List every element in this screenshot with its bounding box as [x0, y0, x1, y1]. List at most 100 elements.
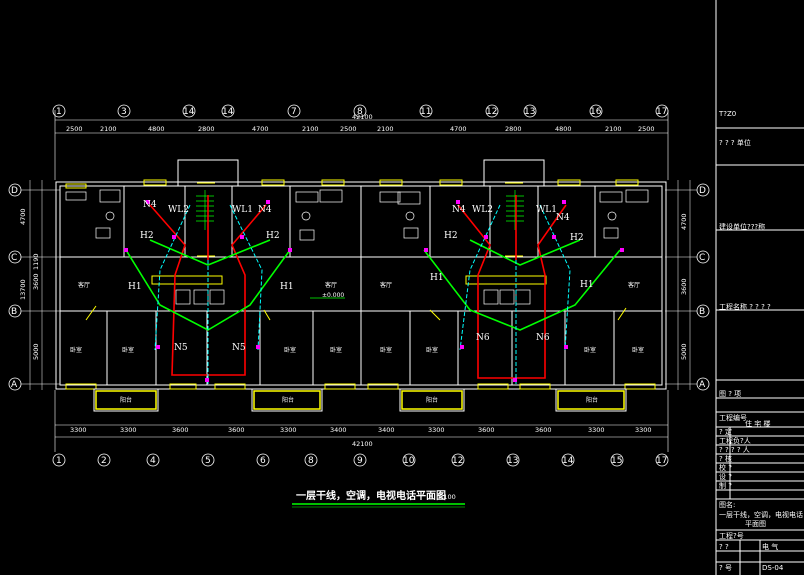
label-h2: H2 — [266, 231, 280, 241]
top-dims: 2500 2100 4800 2800 4700 2100 2500 2100 … — [66, 125, 655, 133]
room-labels: 客厅 客厅 客厅 客厅 卧室 卧室 卧室 卧室 卧室 卧室 卧室 卧室 — [70, 281, 644, 354]
dim-top: 4700 — [450, 125, 467, 133]
tb-l8: 图名: — [719, 500, 735, 509]
label-n6: N6 — [536, 333, 550, 343]
axis-top-label: 11 — [420, 107, 431, 117]
dim-top: 2800 — [505, 125, 522, 133]
tb-project-name: 住 宅 楼 — [745, 419, 770, 428]
balconies — [93, 388, 627, 412]
dim-left: 1190 — [32, 253, 40, 270]
axis-top-label: 17 — [656, 107, 667, 117]
axis-top-label: 13 — [524, 107, 535, 117]
row-axis-labels: D C B A D C B A — [11, 186, 706, 390]
label-wl2: WL2 — [168, 205, 189, 215]
label-h1: H1 — [128, 282, 142, 292]
axis-bottom-label: 17 — [656, 456, 667, 466]
axis-top-label: 1 — [56, 107, 62, 117]
room-label-living: 客厅 — [628, 281, 640, 289]
tb-row-3: 建设单位???称 — [719, 222, 765, 231]
top-axis-labels: 1 3 14 14 7 8 11 12 13 16 17 — [56, 107, 667, 117]
axis-bottom-label: 8 — [308, 456, 314, 466]
room-label-bedroom: 卧室 — [632, 346, 644, 354]
dim-bottom: 3600 — [478, 426, 495, 434]
dim-bottom: 3600 — [172, 426, 189, 434]
room-label-balcony: 阳台 — [282, 396, 294, 404]
axis-top-label: 14 — [183, 107, 195, 117]
dim-right: 5000 — [680, 343, 688, 360]
top-axis-bubbles — [52, 104, 669, 118]
dim-left: 13700 — [19, 279, 27, 300]
green-wiring — [125, 239, 621, 331]
tb-row-6: 工程编号 — [719, 413, 747, 422]
drawing-title-text: 一层干线，空调，电视电话平面图 — [296, 489, 446, 502]
tb-row-1: T?Z0 — [718, 110, 736, 118]
building-walls — [55, 159, 667, 390]
balcony-labels: 阳台 阳台 阳台 阳台 — [120, 396, 598, 404]
tb-l5: 校 ? — [719, 463, 732, 472]
label-n4: N4 — [556, 213, 570, 223]
room-label-bedroom: 卧室 — [426, 346, 438, 354]
axis-bottom-label: 5 — [205, 456, 211, 466]
axis-top-label: 16 — [590, 107, 602, 117]
tb-l1: ? 定 — [719, 427, 732, 436]
overall-dim-top: 42100 — [352, 113, 373, 121]
axis-row-label: D — [699, 186, 706, 196]
dim-left: 4700 — [19, 208, 27, 225]
axis-row-label: C — [11, 253, 17, 263]
drawing-scale: 1:100 — [437, 493, 456, 501]
dim-top: 2500 — [340, 125, 357, 133]
label-wl1: WL1 — [536, 205, 557, 215]
dim-top: 4800 — [148, 125, 165, 133]
dim-left: 3600 — [32, 273, 40, 290]
room-label-balcony: 阳台 — [120, 396, 132, 404]
room-label-bedroom: 卧室 — [380, 346, 392, 354]
axis-bottom-label: 12 — [452, 456, 463, 466]
room-label-bedroom: 卧室 — [284, 346, 296, 354]
tb-drawing-name-2: 平面图 — [745, 520, 766, 528]
axis-bottom-label: 15 — [611, 456, 622, 466]
axis-row-label: A — [699, 380, 706, 390]
tb-row-5: 图 ? 项 — [719, 390, 741, 398]
room-label-living: 客厅 — [325, 281, 337, 289]
axis-top-label: 7 — [291, 107, 297, 117]
label-n5: N5 — [232, 343, 246, 353]
tb-row-4: 工程名称 ? ? ? ? — [719, 302, 771, 311]
tb-l4: ? 核 — [719, 454, 732, 463]
tb-g2: ? ? — [719, 543, 729, 551]
red-wiring — [149, 195, 567, 379]
axis-row-label: D — [11, 186, 18, 196]
label-n4: N4 — [258, 205, 272, 215]
room-label-bedroom: 卧室 — [330, 346, 342, 354]
outlet-markers — [124, 200, 624, 382]
dim-bottom: 3300 — [280, 426, 297, 434]
label-h1: H1 — [430, 273, 444, 283]
bottom-axis-bubbles — [52, 453, 669, 467]
tb-l7: 制 ? — [719, 481, 732, 490]
row-axis-lines — [21, 180, 697, 390]
title-block-text: T?Z0 ? ? ? 单位 建设单位???称 工程名称 ? ? ? ? 图 ? … — [718, 110, 803, 572]
dim-bottom: 3300 — [635, 426, 652, 434]
dim-top: 4700 — [252, 125, 269, 133]
label-wl2: WL2 — [472, 205, 493, 215]
dim-top: 2100 — [302, 125, 319, 133]
axis-row-label: C — [699, 253, 705, 263]
dim-left: 5000 — [32, 343, 40, 360]
room-label-bedroom: 卧室 — [122, 346, 134, 354]
tb-g4: 电 气 — [762, 542, 778, 551]
room-label-bedroom: 卧室 — [584, 346, 596, 354]
axis-bottom-label: 10 — [403, 456, 415, 466]
tb-l2: 工程负?人 — [719, 436, 751, 445]
dim-bottom: 3400 — [330, 426, 347, 434]
dim-top: 2100 — [377, 125, 394, 133]
axis-bottom-label: 14 — [562, 456, 574, 466]
room-label-balcony: 阳台 — [586, 396, 598, 404]
bottom-axis-labels: 1 2 4 5 6 8 9 10 12 13 14 15 17 — [56, 456, 667, 466]
dim-bottom: 3600 — [535, 426, 552, 434]
dim-right: 4700 — [680, 213, 688, 230]
label-n4: N4 — [143, 200, 157, 210]
stairs — [196, 190, 524, 230]
label-h2: H2 — [444, 231, 458, 241]
axis-bottom-label: 4 — [150, 456, 156, 466]
tb-row-2: ? ? ? 单位 — [719, 138, 751, 147]
axis-bottom-label: 1 — [56, 456, 62, 466]
